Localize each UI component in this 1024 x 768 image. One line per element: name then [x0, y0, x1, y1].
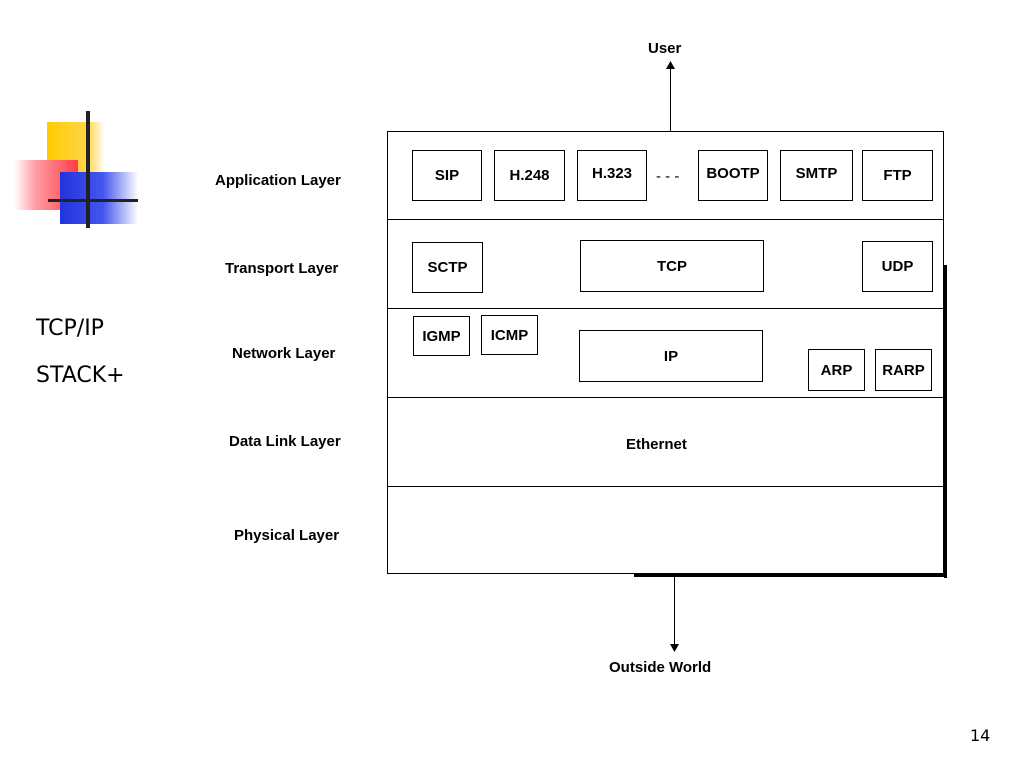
side-title-line1: TCP/IP: [36, 316, 104, 341]
divider-network-datalink: [387, 397, 944, 398]
divider-datalink-physical: [387, 486, 944, 487]
arrow-down-icon: [670, 644, 679, 652]
label-application-layer: Application Layer: [215, 172, 341, 189]
protocol-ellipsis: - - -: [656, 168, 680, 185]
endpoint-outside-world: Outside World: [609, 659, 712, 676]
arrow-to-outside-line: [674, 577, 675, 645]
page-number: 14: [970, 726, 991, 745]
protocol-bootp: BOOTP: [698, 150, 768, 201]
protocol-stack-frame: [387, 131, 944, 574]
protocol-tcp: TCP: [580, 240, 764, 292]
protocol-sctp: SCTP: [412, 242, 483, 293]
endpoint-user: User: [648, 40, 682, 57]
divider-application-transport: [387, 219, 944, 220]
protocol-ethernet: Ethernet: [626, 436, 687, 453]
label-datalink-layer: Data Link Layer: [229, 433, 341, 450]
label-physical-layer: Physical Layer: [234, 527, 340, 544]
protocol-h323: H.323: [577, 150, 647, 201]
logo-horizontal-line: [48, 199, 138, 202]
divider-transport-network: [387, 308, 944, 309]
protocol-icmp: ICMP: [481, 315, 538, 355]
protocol-ip: IP: [579, 330, 763, 382]
protocol-udp: UDP: [862, 241, 933, 292]
protocol-ftp: FTP: [862, 150, 933, 201]
logo-vertical-line: [86, 111, 90, 228]
frame-shadow-bottom: [634, 574, 947, 577]
protocol-rarp: RARP: [875, 349, 932, 391]
protocol-h248: H.248: [494, 150, 565, 201]
arrow-up-icon: [666, 61, 675, 69]
label-transport-layer: Transport Layer: [225, 260, 339, 277]
side-title-line2: STACK+: [36, 363, 125, 388]
protocol-igmp: IGMP: [413, 316, 470, 356]
frame-shadow-right: [944, 265, 947, 578]
protocol-sip: SIP: [412, 150, 482, 201]
arrow-to-user-line: [670, 66, 671, 131]
protocol-arp: ARP: [808, 349, 865, 391]
protocol-smtp: SMTP: [780, 150, 853, 201]
label-network-layer: Network Layer: [232, 345, 336, 362]
logo-blue-square: [60, 172, 138, 224]
